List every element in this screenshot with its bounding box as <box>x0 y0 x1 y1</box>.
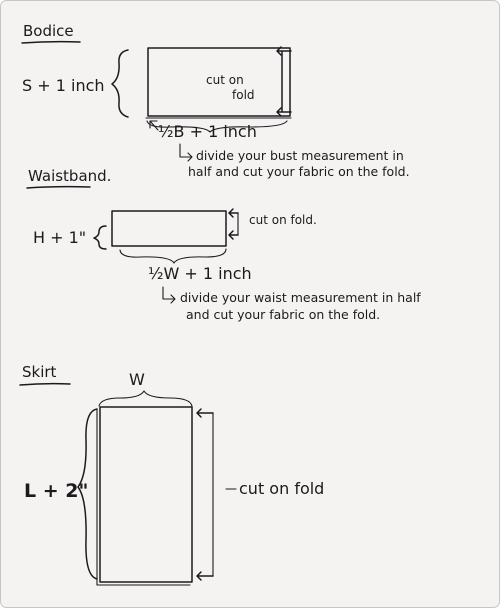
skirt-heading: Skirt <box>22 363 57 381</box>
bodice-note-arrow <box>179 143 193 162</box>
bodice-heading: Bodice <box>23 22 74 40</box>
waistband-section: Waistband. H + 1" cut on fold. ½W + 1 in… <box>26 167 421 322</box>
bodice-height-brace <box>111 49 129 118</box>
skirt-fold-arrow-top <box>196 408 214 418</box>
waistband-note-line1: divide your waist measurement in half <box>180 290 421 305</box>
bodice-fold-label-line1: cut on <box>206 73 244 87</box>
waistband-height-brace <box>93 225 107 250</box>
bodice-section: Bodice S + 1 inch cut on fold ½B + 1 inc… <box>21 22 410 179</box>
skirt-fold-label: cut on fold <box>239 479 324 498</box>
bodice-fold-arrow-bottom <box>276 107 292 117</box>
skirt-width-label: W <box>129 370 145 389</box>
bodice-fold-arrow-top <box>276 46 292 56</box>
waistband-fold-arrow-bottom <box>228 230 239 240</box>
bodice-pattern-rect <box>147 47 291 117</box>
bodice-note-line1: divide your bust measurement in <box>196 148 404 163</box>
waistband-heading: Waistband. <box>28 167 111 185</box>
waistband-fold-label: cut on fold. <box>249 213 317 227</box>
bodice-height-label: S + 1 inch <box>22 76 105 95</box>
skirt-height-brace <box>77 408 98 580</box>
skirt-heading-underline <box>19 382 71 386</box>
bodice-width-brace <box>146 120 288 133</box>
waistband-pattern-rect <box>111 210 227 247</box>
bodice-heading-underline <box>21 40 81 44</box>
skirt-section: Skirt W L + 2" cut on fold <box>19 363 324 586</box>
waistband-width-label: ½W + 1 inch <box>148 264 252 283</box>
bodice-width-arrow <box>149 120 159 131</box>
waistband-width-brace <box>119 248 227 264</box>
skirt-pattern-rect <box>99 406 193 583</box>
waistband-fold-arrow-top <box>228 208 239 218</box>
skirt-fold-arrow-bottom <box>196 571 214 581</box>
waistband-heading-underline <box>26 185 91 189</box>
waistband-height-label: H + 1" <box>33 228 86 247</box>
skirt-width-brace <box>98 390 193 407</box>
waistband-note-arrow <box>162 286 176 304</box>
skirt-height-label: L + 2" <box>24 480 88 502</box>
bodice-width-label: ½B + 1 inch <box>158 122 257 141</box>
bodice-fold-label-line2: fold <box>232 88 255 102</box>
bodice-note-line2: half and cut your fabric on the fold. <box>188 164 410 179</box>
waistband-note-line2: and cut your fabric on the fold. <box>186 307 380 322</box>
